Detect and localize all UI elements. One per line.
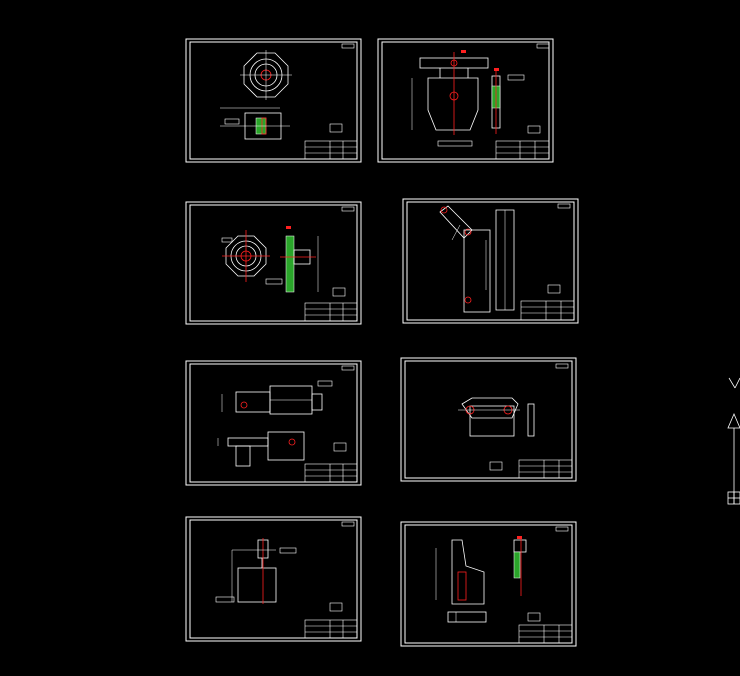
drawing-sheet-3[interactable] (185, 201, 362, 325)
bracket-front-view (411, 50, 489, 147)
title-block (489, 459, 573, 479)
title-block (304, 602, 358, 639)
angled-arm-view (439, 205, 515, 313)
bracket-side-view (491, 68, 525, 134)
link-plate-view (458, 397, 535, 437)
drawing-sheet-7[interactable] (185, 516, 362, 642)
stepped-shaft-view (221, 380, 333, 415)
octagon-flange-top-view (240, 50, 292, 100)
ucs-icon (727, 377, 740, 505)
octagon-flange-top-view (221, 230, 270, 282)
title-block (520, 284, 575, 321)
shaft-lower-view (217, 431, 305, 467)
hook-side-view (513, 536, 527, 596)
drawing-sheet-6[interactable] (400, 357, 577, 482)
title-block (304, 442, 358, 483)
title-block (304, 123, 358, 160)
drawing-sheet-8[interactable] (400, 521, 577, 647)
drawing-sheet-4[interactable] (402, 198, 579, 324)
title-block (304, 287, 358, 322)
drawing-sheet-1[interactable] (185, 38, 362, 163)
title-block (518, 612, 573, 644)
flange-section-view (220, 107, 290, 140)
title-block (495, 125, 550, 160)
drawing-sheet-2[interactable] (377, 38, 554, 163)
flange-section-view (265, 226, 319, 293)
drawing-sheet-5[interactable] (185, 360, 362, 486)
shaft-support-view (215, 538, 297, 604)
hook-bracket-view (435, 539, 487, 623)
